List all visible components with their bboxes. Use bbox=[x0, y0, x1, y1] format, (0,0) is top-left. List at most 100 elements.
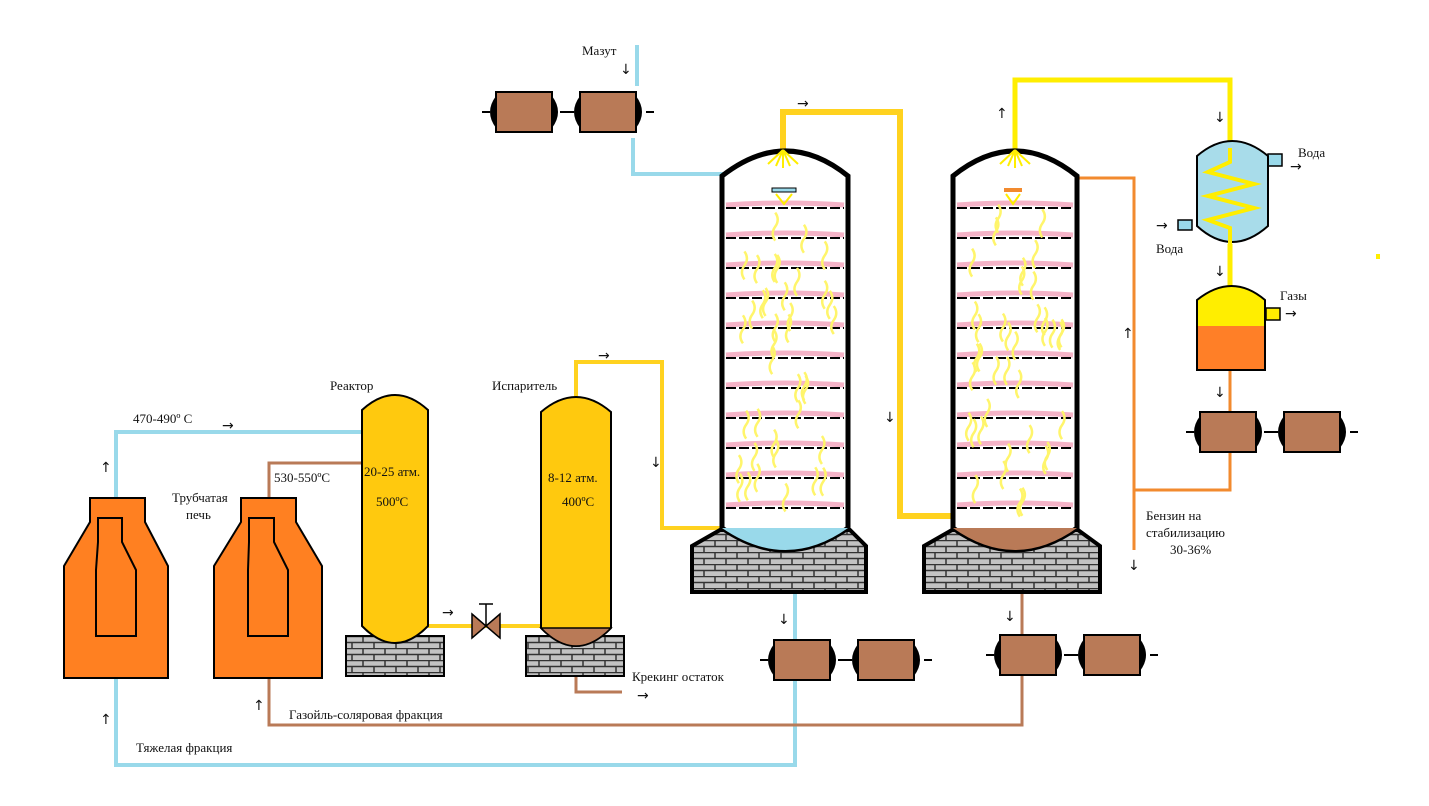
vapor-streak bbox=[1058, 410, 1066, 440]
column2-bottoms-pump-icon bbox=[985, 634, 1159, 676]
tray-foam bbox=[956, 260, 1074, 268]
vapor-streak bbox=[800, 224, 808, 254]
labels: Мазут Реактор Испаритель 470-490º С Труб… bbox=[133, 43, 1325, 755]
label-reactor: Реактор bbox=[330, 378, 373, 393]
distillation-column-1 bbox=[690, 148, 868, 594]
label-reactor-temp: 500ºС bbox=[376, 494, 408, 509]
vapor-streak bbox=[736, 473, 744, 503]
vapor-streak bbox=[819, 467, 827, 497]
arrow-water-out-right-icon: → bbox=[1290, 159, 1302, 175]
vapor-streak bbox=[1038, 208, 1047, 239]
vapor-streak bbox=[1041, 317, 1049, 347]
tray-foam bbox=[725, 320, 845, 328]
label-reactor-pressure: 20-25 атм. bbox=[364, 464, 420, 479]
arrow-mazut-down-icon: ↓ bbox=[620, 62, 632, 78]
vapor-streak bbox=[739, 314, 747, 345]
label-evaporator: Испаритель bbox=[492, 378, 557, 393]
vapor-streak bbox=[1018, 487, 1027, 517]
vapor-streak bbox=[992, 216, 1000, 247]
label-tube-furnace-1: Трубчатая bbox=[172, 490, 228, 505]
column1-feed-spray-icon bbox=[771, 187, 797, 206]
vapor-streak bbox=[971, 474, 980, 504]
arrow-gasoline-out-down-icon: ↓ bbox=[1128, 558, 1140, 574]
arrow-evap-vapor-down-icon: ↓ bbox=[650, 455, 662, 471]
vapor-streak bbox=[820, 280, 829, 310]
arrow-gases-right-icon: → bbox=[1285, 306, 1297, 322]
mazut-pump-icon bbox=[481, 91, 655, 133]
arrow-to-separator-down-icon: ↓ bbox=[1214, 264, 1226, 280]
vapor-streak bbox=[974, 313, 983, 343]
vapor-streak bbox=[1014, 369, 1023, 399]
vapor-streak bbox=[1019, 256, 1027, 287]
vapor-streak bbox=[818, 435, 826, 465]
evaporator bbox=[525, 396, 625, 677]
tray-foam bbox=[956, 380, 1074, 388]
vapor-streak bbox=[748, 299, 756, 330]
tray-foam bbox=[956, 440, 1074, 448]
arrow-separator-out-down-icon: ↓ bbox=[1214, 385, 1226, 401]
label-heavy-fraction: Тяжелая фракция bbox=[136, 740, 232, 755]
vapor-streak bbox=[772, 438, 780, 469]
vapor-streak bbox=[1040, 306, 1049, 337]
vapor-streak bbox=[971, 300, 979, 331]
yellow-dot-mark bbox=[1376, 254, 1380, 259]
vapor-streak bbox=[784, 313, 793, 344]
arrow-furnace1-up-icon: ↑ bbox=[100, 460, 112, 476]
vapor-streak bbox=[740, 250, 749, 281]
vapor-streak bbox=[968, 247, 976, 278]
tray-foam bbox=[956, 230, 1074, 238]
gas-separator bbox=[1196, 285, 1281, 371]
vapor-streak bbox=[1011, 330, 1019, 361]
label-mazut: Мазут bbox=[582, 43, 617, 58]
column1-vapor-streaks bbox=[735, 211, 838, 513]
vapor-streak bbox=[826, 290, 834, 320]
arrow-condenser-in-down-icon: ↓ bbox=[1214, 110, 1226, 126]
label-gasoline-1: Бензин на bbox=[1146, 508, 1201, 523]
tray-foam bbox=[725, 350, 845, 358]
vapor-streak bbox=[1025, 424, 1034, 454]
vapor-streak bbox=[811, 466, 819, 497]
vapor-streak bbox=[742, 409, 750, 440]
vapor-streak bbox=[1016, 487, 1024, 518]
vapor-streak bbox=[977, 415, 985, 446]
vapor-streak bbox=[753, 408, 762, 438]
vapor-streak bbox=[771, 313, 780, 343]
arrow-col2-bottom-down-icon: ↓ bbox=[1004, 609, 1016, 625]
tray-foam bbox=[725, 380, 845, 388]
condenser-coil-icon bbox=[1200, 148, 1262, 244]
vapor-streak bbox=[1029, 270, 1038, 301]
tray-foam bbox=[725, 470, 845, 478]
label-tube-furnace-2: печь bbox=[186, 507, 211, 522]
vapor-streak bbox=[771, 253, 779, 283]
label-evap-pressure: 8-12 атм. bbox=[548, 470, 598, 485]
arrow-heavy-top-right-icon: → bbox=[222, 418, 234, 434]
heavy-fraction-pipe bbox=[114, 430, 362, 520]
vapor-streak bbox=[1004, 321, 1012, 352]
label-gasoline-2: стабилизацию bbox=[1146, 525, 1225, 540]
evaporator-vapor-pipe bbox=[574, 360, 722, 530]
vapor-streak bbox=[771, 211, 779, 242]
vapor-streak bbox=[969, 418, 978, 448]
vapor-streak bbox=[999, 460, 1008, 490]
tray-foam bbox=[956, 200, 1074, 208]
vapor-streak bbox=[964, 412, 973, 442]
vapor-streak bbox=[768, 345, 776, 375]
label-cracking-residue: Крекинг остаток bbox=[632, 669, 725, 684]
tube-furnace-2 bbox=[213, 497, 323, 679]
valve-icon bbox=[471, 603, 501, 640]
arrow-furnace2-up-icon: ↑ bbox=[253, 698, 265, 714]
tray-foam bbox=[725, 500, 845, 508]
column2-vapor-spray-icon bbox=[999, 149, 1031, 168]
vapor-streak bbox=[761, 287, 770, 317]
vapor-streak bbox=[735, 454, 743, 484]
tray-foam bbox=[956, 290, 1074, 298]
label-gases: Газы bbox=[1280, 288, 1307, 303]
vapor-streak bbox=[1057, 318, 1066, 349]
label-gasoline-3: 30-36% bbox=[1170, 542, 1211, 557]
vapor-streak bbox=[773, 254, 781, 284]
condenser bbox=[1177, 140, 1283, 244]
vapor-streak bbox=[794, 373, 802, 403]
label-evap-temp: 400ºС bbox=[562, 494, 594, 509]
arrow-reactor-out-right-icon: → bbox=[442, 605, 454, 621]
